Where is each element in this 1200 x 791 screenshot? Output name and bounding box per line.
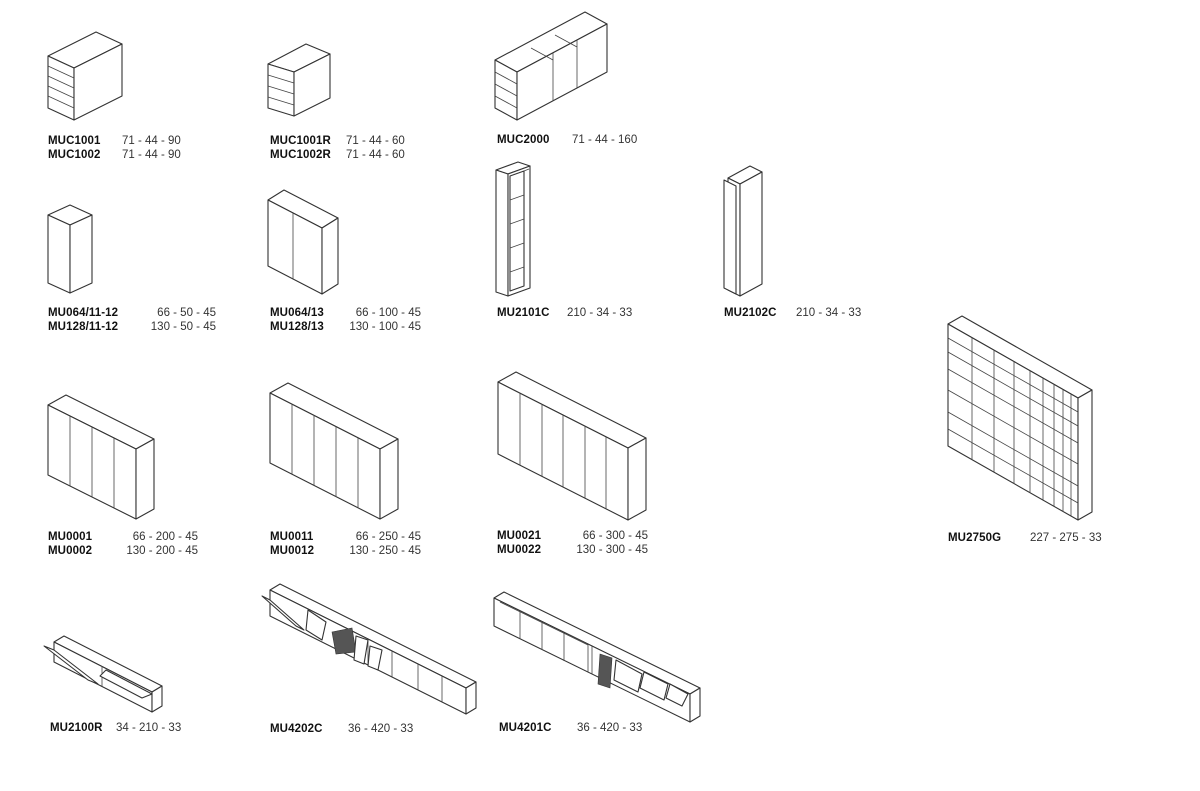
grid-bookcase-drawing	[947, 315, 1093, 521]
product-code: MU2750G	[948, 532, 1002, 544]
product-label-block: MU064/13 66 - 100 - 45 MU128/13 130 - 100 …	[270, 306, 421, 334]
product-dimensions: 34 - 210 - 33	[116, 722, 182, 734]
wardrobe-2-door-drawing	[267, 189, 339, 295]
closed-column-cabinet-drawing	[723, 165, 763, 297]
product-code: MU0001	[48, 531, 93, 543]
product-label-block: MU0021 66 - 300 - 45 MU0022 130 - 300 - 45	[497, 529, 648, 557]
wardrobe-4-door-drawing	[47, 394, 155, 520]
product-dimensions: 66 - 100 - 45	[355, 307, 421, 319]
product-code: MU128/13	[270, 321, 324, 333]
product-label-block: MU2750G 227 - 275 - 33	[948, 531, 1102, 545]
product-dimensions: 71 - 44 - 60	[346, 149, 405, 161]
product-dimensions: 210 - 34 - 33	[567, 307, 633, 319]
product-code: MU064/11-12	[48, 307, 119, 319]
product-code: MU0011	[270, 531, 314, 543]
product-dimensions: 227 - 275 - 33	[1030, 532, 1102, 544]
product-code: MUC1002	[48, 149, 101, 161]
product-label-block: MU2102C 210 - 34 - 33	[724, 306, 861, 320]
product-dimensions: 130 - 250 - 45	[349, 545, 421, 557]
product-dimensions: 71 - 44 - 90	[122, 149, 181, 161]
product-dimensions: 66 - 300 - 45	[582, 530, 648, 542]
product-code: MU0002	[48, 545, 93, 557]
product-label-block: MU4202C 36 - 420 - 33	[270, 722, 413, 736]
wardrobe-6-door-drawing	[497, 371, 647, 521]
product-code: MUC2000	[497, 134, 550, 146]
product-label-block: MU4201C 36 - 420 - 33	[499, 721, 642, 735]
product-label-block: MU2100R 34 - 210 - 33	[50, 721, 181, 735]
product-dimensions: 210 - 34 - 33	[796, 307, 862, 319]
long-low-unit-open-shelves-drawing	[493, 591, 701, 723]
product-dimensions: 130 - 50 - 45	[150, 321, 216, 333]
product-dimensions: 71 - 44 - 160	[572, 134, 638, 146]
product-code: MU064/13	[270, 307, 324, 319]
drawer-chest-5-drawer-drawing	[47, 31, 123, 121]
product-code: MU2102C	[724, 307, 777, 319]
wardrobe-5-door-drawing	[269, 382, 399, 520]
product-code: MUC1001	[48, 135, 101, 147]
product-label-block: MU2101C 210 - 34 - 33	[497, 306, 632, 320]
product-label-block: MUC2000 71 - 44 - 160	[497, 133, 637, 147]
product-code: MU4201C	[499, 722, 552, 734]
product-dimensions: 130 - 200 - 45	[126, 545, 198, 557]
product-code: MU2100R	[50, 722, 103, 734]
open-column-shelf-drawing	[495, 161, 531, 297]
product-label-block: MUC1001 71 - 44 - 90 MUC1002 71 - 44 - 90	[48, 134, 181, 162]
product-code: MUC1001R	[270, 135, 331, 147]
product-dimensions: 36 - 420 - 33	[577, 722, 643, 734]
product-dimensions: 130 - 300 - 45	[576, 544, 648, 556]
product-code: MU4202C	[270, 723, 323, 735]
product-dimensions: 71 - 44 - 90	[122, 135, 181, 147]
low-unit-flap-open-drawing	[43, 635, 163, 713]
product-code: MU128/11-12	[48, 321, 119, 333]
product-label-block: MU0001 66 - 200 - 45 MU0002 130 - 200 - 45	[48, 530, 198, 558]
long-low-unit-doors-open-drawing	[261, 583, 477, 715]
product-label-block: MU064/11-12 66 - 50 - 45 MU128/11-12 130 -…	[48, 306, 216, 334]
product-code: MU2101C	[497, 307, 550, 319]
product-dimensions: 71 - 44 - 60	[346, 135, 405, 147]
product-dimensions: 66 - 200 - 45	[132, 531, 198, 543]
product-code: MUC1002R	[270, 149, 331, 161]
product-code: MU0012	[270, 545, 315, 557]
tall-cabinet-single-drawing	[47, 204, 93, 294]
product-label-block: MUC1001R 71 - 44 - 60 MUC1002R 71 - 44 - 6…	[270, 134, 405, 162]
product-dimensions: 130 - 100 - 45	[349, 321, 421, 333]
product-code: MU0022	[497, 544, 542, 556]
product-dimensions: 66 - 250 - 45	[355, 531, 421, 543]
drawer-chest-4-drawer-drawing	[267, 43, 331, 117]
product-code: MU0021	[497, 530, 542, 542]
drawer-cabinet-wide-drawing	[494, 11, 608, 121]
product-dimensions: 66 - 50 - 45	[157, 307, 216, 319]
product-label-block: MU0011 66 - 250 - 45 MU0012 130 - 250 - 45	[270, 530, 421, 558]
product-dimensions: 36 - 420 - 33	[348, 723, 414, 735]
